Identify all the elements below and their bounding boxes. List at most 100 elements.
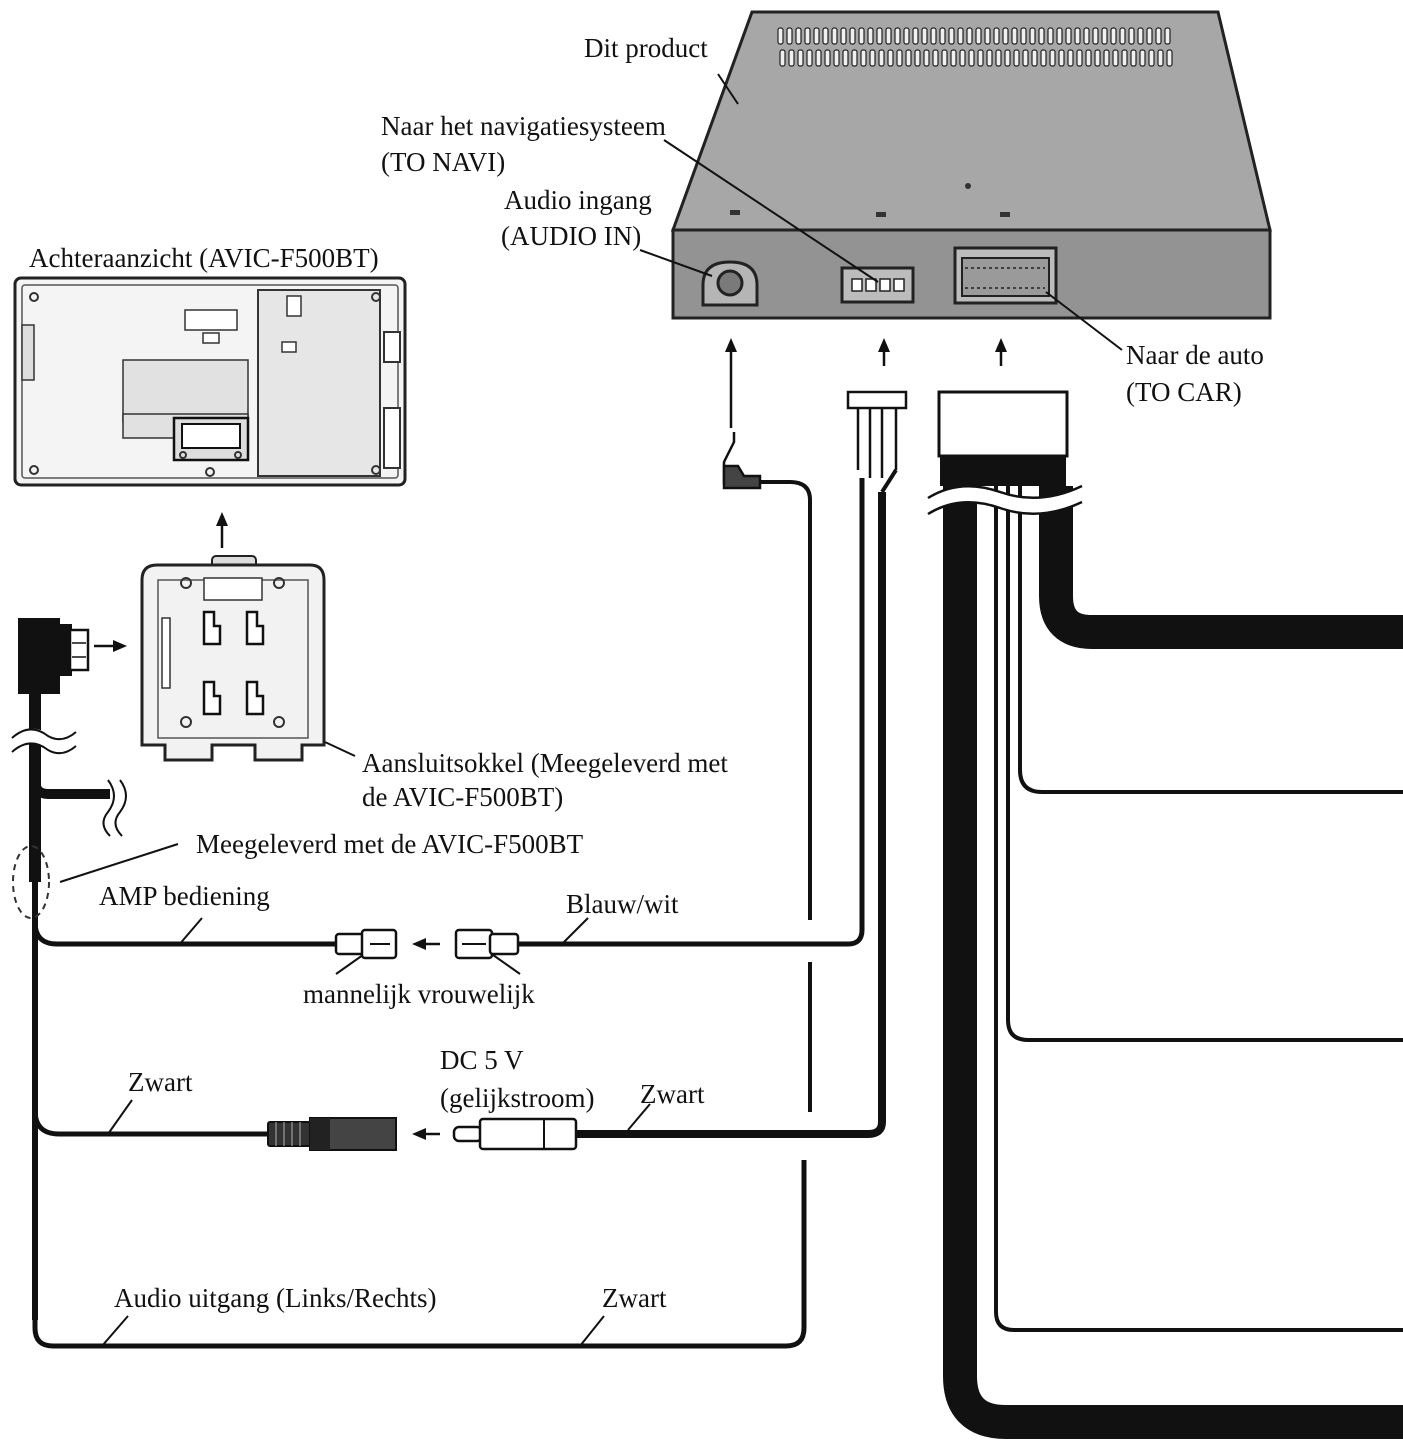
vent-slot xyxy=(1083,27,1090,45)
mounting-cradle xyxy=(140,555,326,762)
rear-view-device xyxy=(13,276,407,487)
vent-slot xyxy=(1004,49,1011,67)
arrow-up-navi xyxy=(878,338,890,366)
label-male-female: mannelijk vrouwelijk xyxy=(303,979,535,1009)
vent-slot xyxy=(959,49,966,67)
vent-slot xyxy=(986,49,993,67)
vent-slot xyxy=(914,49,921,67)
vent-slot xyxy=(840,27,847,45)
vent-slot xyxy=(1101,27,1108,45)
label-black-bottom: Zwart xyxy=(602,1283,667,1313)
vent-slot xyxy=(815,49,822,67)
supplied-highlight xyxy=(12,845,50,919)
vent-slot xyxy=(867,27,874,45)
label-to-navi: Naar het navigatiesysteem xyxy=(381,111,666,141)
label-to-navi-code: (TO NAVI) xyxy=(381,147,506,177)
supplied-plug xyxy=(18,618,90,694)
product-box xyxy=(670,10,1272,320)
vent-slot xyxy=(1040,49,1047,67)
vent-slot xyxy=(1155,27,1162,45)
vent-slot xyxy=(894,27,901,45)
vent-slot xyxy=(957,27,964,45)
vent-slot xyxy=(1076,49,1083,67)
dc-socket xyxy=(267,1117,397,1151)
vent-slot xyxy=(788,49,795,67)
vent-slot xyxy=(912,27,919,45)
label-amp-control: AMP bediening xyxy=(99,881,270,911)
vent-slot xyxy=(1074,27,1081,45)
vent-slot xyxy=(984,27,991,45)
vent-slot xyxy=(1110,27,1117,45)
label-cradle: Aansluitsokkel (Meegeleverd met xyxy=(362,748,728,778)
vent-slot xyxy=(1058,49,1065,67)
vent-slot xyxy=(948,27,955,45)
vent-slot xyxy=(1130,49,1137,67)
arrow-left-amp xyxy=(412,938,440,950)
vent-slot xyxy=(993,27,1000,45)
arrow-right-cradle xyxy=(94,640,127,652)
vent-slot xyxy=(777,27,784,45)
navi-connector xyxy=(846,390,908,494)
label-supplied: Meegeleverd met de AVIC-F500BT xyxy=(196,829,584,859)
vent-slot xyxy=(813,27,820,45)
vent-slot xyxy=(1148,49,1155,67)
left-cable-tree xyxy=(7,694,807,1349)
vent-slot xyxy=(869,49,876,67)
vent-slot xyxy=(1031,49,1038,67)
label-blue-white: Blauw/wit xyxy=(566,889,679,919)
vent-slot xyxy=(903,27,910,45)
arrow-up-car xyxy=(995,338,1007,366)
arrow-left-dc xyxy=(412,1128,440,1140)
to-car-port xyxy=(953,246,1058,305)
vent-slot xyxy=(1119,27,1126,45)
to-car-harness xyxy=(923,484,1403,1439)
vent-slot xyxy=(1011,27,1018,45)
to-car-connector xyxy=(937,390,1069,486)
vent-slot xyxy=(977,49,984,67)
vent-slot xyxy=(1092,27,1099,45)
vent-slot xyxy=(1112,49,1119,67)
label-to-car-code: (TO CAR) xyxy=(1126,377,1242,407)
label-audio-in: Audio ingang xyxy=(504,185,652,215)
box-vent-grille xyxy=(777,27,1173,67)
vent-slot xyxy=(1022,49,1029,67)
vent-slot xyxy=(831,27,838,45)
vent-slot xyxy=(833,49,840,67)
vent-slot xyxy=(923,49,930,67)
vent-slot xyxy=(968,49,975,67)
vent-slot xyxy=(1166,49,1173,67)
label-audio-in-code: (AUDIO IN) xyxy=(501,221,642,251)
label-audio-out: Audio uitgang (Links/Rechts) xyxy=(114,1283,437,1313)
vent-slot xyxy=(1094,49,1101,67)
vent-slot xyxy=(1146,27,1153,45)
label-product: Dit product xyxy=(584,33,708,63)
vent-slot xyxy=(860,49,867,67)
label-dc: DC 5 V xyxy=(440,1045,524,1075)
label-to-car: Naar de auto xyxy=(1126,340,1264,370)
vent-slot xyxy=(921,27,928,45)
audio-in-cable xyxy=(722,432,812,1112)
vent-slot xyxy=(1139,49,1146,67)
label-rear-view: Achteraanzicht (AVIC-F500BT) xyxy=(29,243,379,273)
vent-slot xyxy=(1085,49,1092,67)
vent-slot xyxy=(950,49,957,67)
vent-slot xyxy=(896,49,903,67)
vent-slot xyxy=(1121,49,1128,67)
vent-slot xyxy=(851,49,858,67)
navi-cables xyxy=(518,478,886,1138)
arrow-up-audio xyxy=(725,338,737,428)
vent-slot xyxy=(939,27,946,45)
vent-slot xyxy=(1002,27,1009,45)
vent-slot xyxy=(849,27,856,45)
vent-slot xyxy=(1013,49,1020,67)
vent-slot xyxy=(1157,49,1164,67)
vent-slot xyxy=(1067,49,1074,67)
vent-slot xyxy=(932,49,939,67)
vent-slot xyxy=(887,49,894,67)
vent-slot xyxy=(995,49,1002,67)
vent-slot xyxy=(786,27,793,45)
vent-slot xyxy=(1164,27,1171,45)
vent-slot xyxy=(1128,27,1135,45)
to-navi-port xyxy=(840,266,915,304)
vent-slot xyxy=(795,27,802,45)
